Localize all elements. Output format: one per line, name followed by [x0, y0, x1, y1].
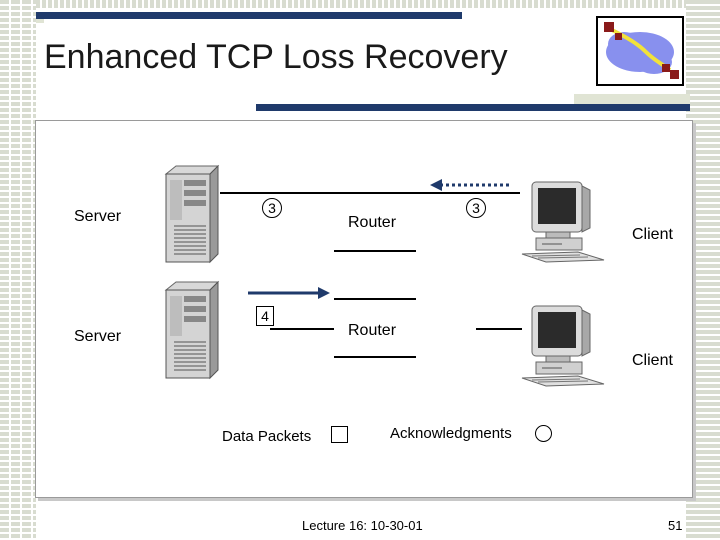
- footer-lecture-text: Lecture 16: 10-30-01: [302, 518, 423, 533]
- title-rule-top: [36, 12, 462, 19]
- bottom-router-client-link: [476, 328, 522, 330]
- bottom-server-tower-icon: [164, 280, 220, 380]
- footer-page-number: 51: [668, 518, 683, 533]
- top-client-label: Client: [632, 226, 673, 243]
- top-router-box-top: [334, 192, 416, 194]
- bottom-router-box-bottom: [334, 356, 416, 358]
- bottom-client-computer-icon: [521, 305, 605, 387]
- top-server-label: Server: [74, 208, 122, 225]
- top-client-computer-icon: [521, 181, 605, 263]
- bottom-data-arrow: [248, 287, 330, 299]
- left-decorative-stripe: [0, 0, 36, 540]
- top-router-client-marker: 3: [466, 198, 486, 218]
- slide-title: Enhanced TCP Loss Recovery: [44, 38, 508, 76]
- title-accent-top: [36, 19, 44, 23]
- diagram-frame: [35, 120, 693, 498]
- top-router-label: Router: [348, 214, 397, 231]
- top-ack-arrow: [430, 179, 510, 191]
- bottom-server-label: Server: [74, 328, 122, 345]
- top-router-client-link: [416, 192, 520, 194]
- bottom-router-box-top: [334, 298, 416, 300]
- top-server-router-link: [220, 192, 334, 194]
- top-server-tower-icon: [164, 164, 220, 264]
- bottom-server-router-link: [270, 328, 334, 330]
- legend-data-packet-square-icon: [331, 426, 348, 443]
- bottom-router-label: Router: [348, 322, 397, 339]
- legend-ack-circle-icon: [535, 425, 552, 442]
- title-accent-bottom: [574, 94, 690, 104]
- bottom-client-label: Client: [632, 352, 673, 369]
- network-path-logo-icon: [596, 16, 684, 86]
- top-router-box-bottom: [334, 250, 416, 252]
- bottom-server-router-marker: 4: [256, 306, 274, 326]
- legend-acknowledgments-label: Acknowledgments: [390, 425, 512, 442]
- top-server-router-marker: 3: [262, 198, 282, 218]
- legend-data-packets-label: Data Packets: [222, 428, 312, 445]
- top-decorative-stripe: [36, 0, 720, 8]
- title-rule-bottom: [256, 104, 690, 111]
